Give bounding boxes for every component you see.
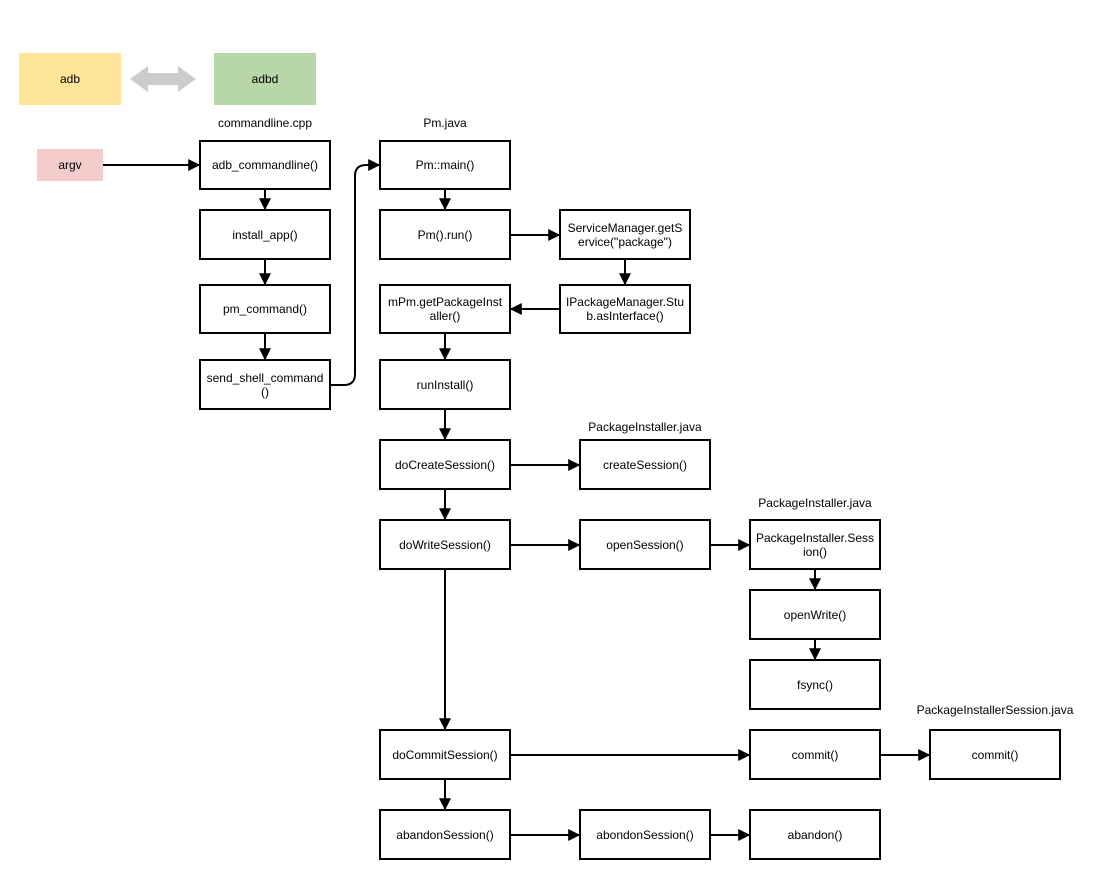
node-pm-main[interactable]: Pm::main() (379, 140, 511, 190)
node-abondon-session[interactable]: abondonSession() (579, 809, 711, 860)
node-pm-run[interactable]: Pm().run() (379, 209, 511, 260)
node-get-package-installer[interactable]: mPm.getPackageInstaller() (379, 284, 511, 334)
label-commandline-cpp: commandline.cpp (217, 116, 313, 130)
node-do-write-session[interactable]: doWriteSession() (379, 519, 511, 570)
node-package-installer-session[interactable]: PackageInstaller.Session() (749, 519, 881, 570)
node-fsync[interactable]: fsync() (749, 659, 881, 710)
node-adbd[interactable]: adbd (214, 53, 316, 105)
node-session-commit[interactable]: commit() (929, 729, 1061, 780)
node-open-session[interactable]: openSession() (579, 519, 711, 570)
label-package-installer-session-java: PackageInstallerSession.java (916, 703, 1074, 717)
node-do-commit-session[interactable]: doCommitSession() (379, 729, 511, 780)
node-open-write[interactable]: openWrite() (749, 589, 881, 640)
node-install-app[interactable]: install_app() (199, 209, 331, 260)
label-package-installer-java-2: PackageInstaller.java (758, 496, 872, 510)
label-package-installer-java: PackageInstaller.java (588, 420, 702, 434)
node-send-shell-command[interactable]: send_shell_command() (199, 359, 331, 410)
node-do-create-session[interactable]: doCreateSession() (379, 439, 511, 490)
node-abandon[interactable]: abandon() (749, 809, 881, 860)
adb-adbd-double-arrow (130, 66, 196, 92)
node-argv[interactable]: argv (37, 149, 103, 181)
node-run-install[interactable]: runInstall() (379, 359, 511, 410)
label-pm-java: Pm.java (423, 116, 467, 130)
node-ipackage-manager[interactable]: IPackageManager.Stub.asInterface() (559, 284, 691, 334)
node-abandon-session[interactable]: abandonSession() (379, 809, 511, 860)
node-create-session[interactable]: createSession() (579, 439, 711, 490)
node-adb-commandline[interactable]: adb_commandline() (199, 140, 331, 190)
node-pm-command[interactable]: pm_command() (199, 284, 331, 334)
node-adb[interactable]: adb (19, 53, 121, 105)
edge-sendshell-pmmain (331, 159, 381, 386)
node-commit[interactable]: commit() (749, 729, 881, 780)
node-service-manager[interactable]: ServiceManager.getService("package") (559, 209, 691, 260)
